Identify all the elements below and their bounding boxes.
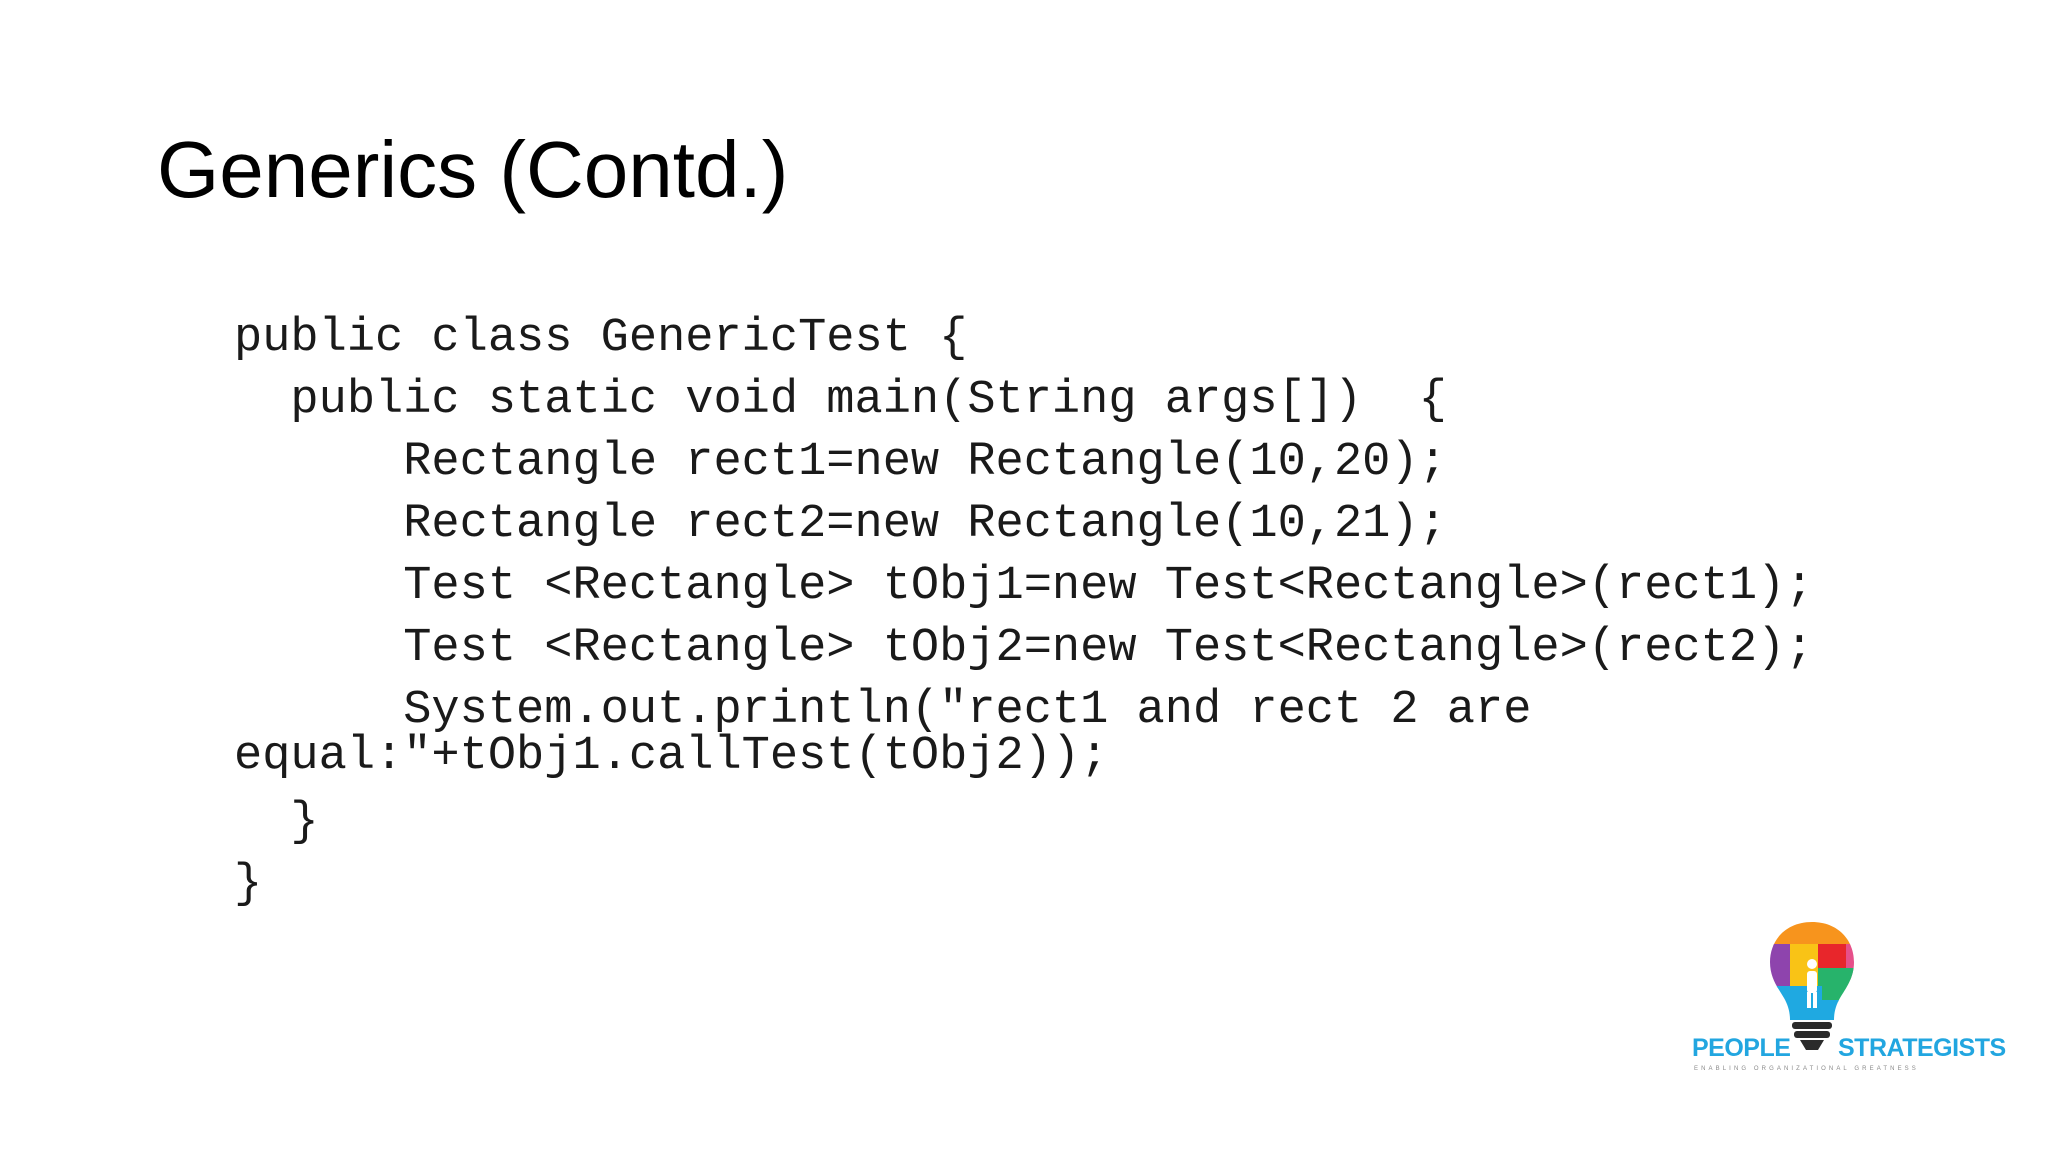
slide-title: Generics (Contd.) — [157, 125, 789, 214]
code-line: public class GenericTest { — [234, 312, 968, 365]
lightbulb-puzzle-icon — [1770, 922, 1854, 1050]
logo-word-people: PEOPLE — [1692, 1034, 1791, 1062]
code-block: public class GenericTest { public static… — [234, 308, 1813, 916]
code-line: System.out.println("rect1 and rect 2 are — [234, 684, 1532, 737]
code-line: equal:"+tObj1.callTest(tObj2)); — [234, 730, 1109, 783]
code-line: } — [234, 858, 263, 911]
code-line: Test <Rectangle> tObj2=new Test<Rectangl… — [234, 622, 1814, 675]
people-strategists-logo: PEOPLE STRATEGISTS ENABLING ORGANIZATION… — [1692, 916, 2012, 1096]
code-line: Rectangle rect1=new Rectangle(10,20); — [234, 436, 1447, 489]
code-line: Test <Rectangle> tObj1=new Test<Rectangl… — [234, 560, 1814, 613]
logo-tagline: ENABLING ORGANIZATIONAL GREATNESS — [1694, 1066, 1919, 1072]
code-line: } — [234, 796, 319, 849]
code-line: public static void main(String args[]) { — [234, 374, 1447, 427]
code-line: Rectangle rect2=new Rectangle(10,21); — [234, 498, 1447, 551]
logo-word-strategists: STRATEGISTS — [1838, 1034, 2006, 1062]
